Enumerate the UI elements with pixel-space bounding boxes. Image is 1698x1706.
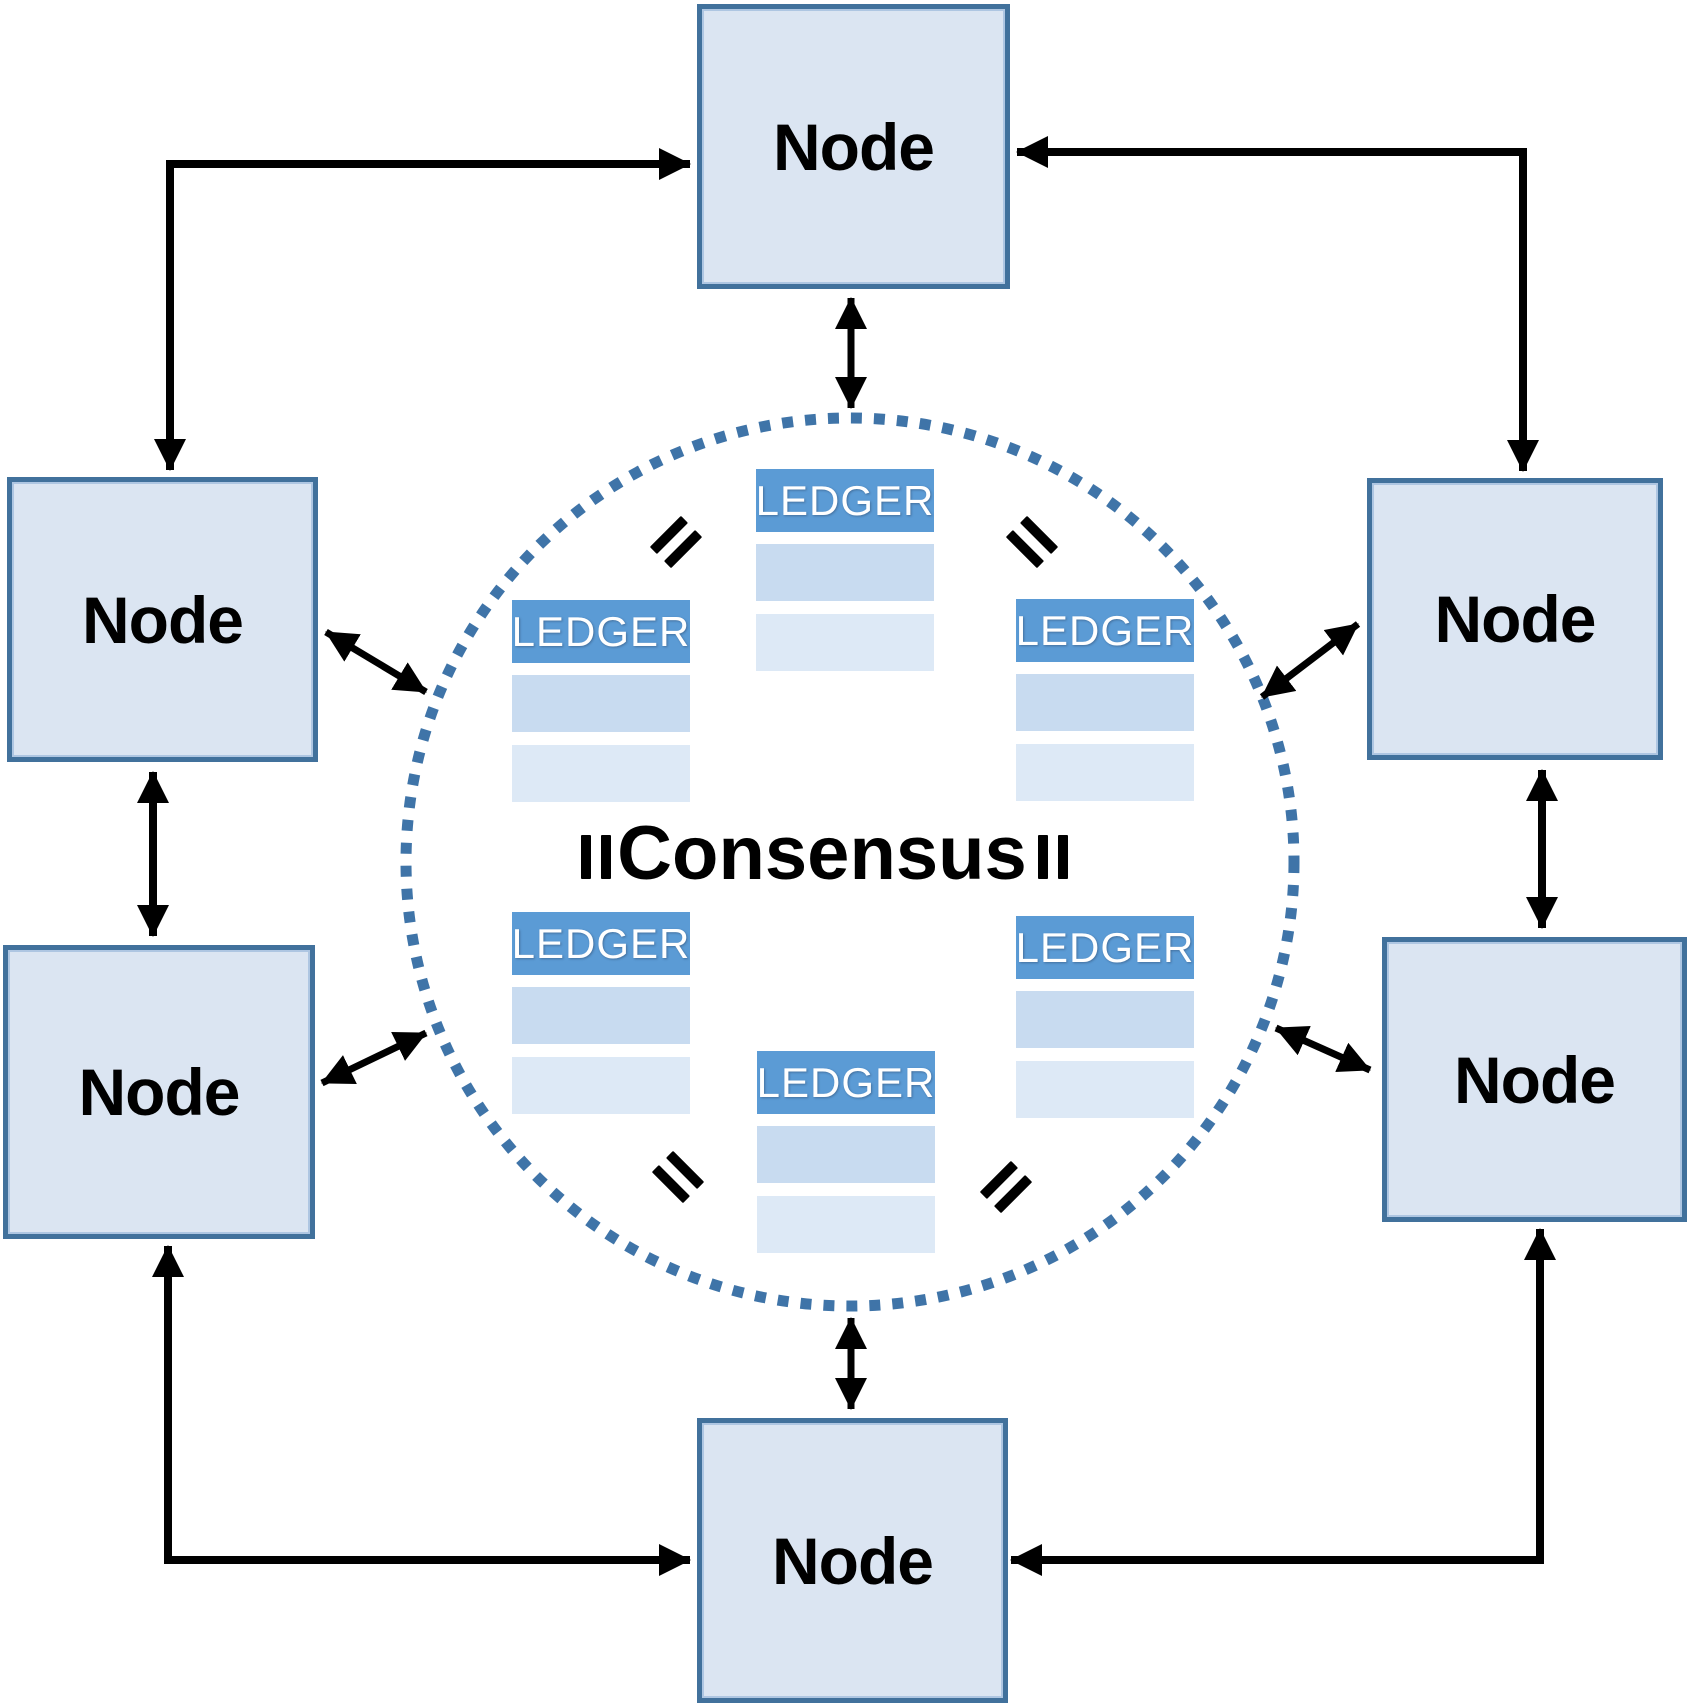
ledger-row (512, 745, 690, 802)
arrow-rightupper-circle (1259, 621, 1361, 700)
ledger-row (512, 987, 690, 1044)
arrow-rightupper-to-top (1016, 136, 1539, 472)
ledger-row (1016, 674, 1194, 731)
ledger-row (1016, 991, 1194, 1048)
node-box-left-lower: Node (3, 945, 315, 1239)
ledger-header: LEDGER (1016, 599, 1194, 662)
ledger-table-low-right: LEDGER (1016, 916, 1194, 1118)
ledger-row (1016, 744, 1194, 801)
ledger-row (512, 675, 690, 732)
ledger-table-mid-right: LEDGER (1016, 599, 1194, 801)
node-label: Node (78, 1055, 241, 1129)
ledger-row (756, 614, 934, 671)
ledger-header: LEDGER (512, 600, 690, 663)
ledger-table-mid-left: LEDGER (512, 600, 690, 802)
ledger-row (756, 544, 934, 601)
arrow-leftupper-circle (324, 628, 428, 696)
equals-bar (1038, 835, 1048, 879)
consensus-label: Consensus (617, 811, 1027, 897)
ledger-row (757, 1126, 935, 1183)
ledger-table-bottom: LEDGER (757, 1051, 935, 1253)
node-box-right-upper: Node (1367, 478, 1663, 760)
node-box-bottom: Node (697, 1418, 1008, 1703)
node-label: Node (1454, 1042, 1616, 1117)
node-label: Node (773, 109, 935, 184)
equals-bar (601, 835, 611, 879)
arrow-leftlower-to-bottom (152, 1245, 691, 1576)
node-box-right-lower: Node (1382, 937, 1687, 1222)
ledger-header: LEDGER (512, 912, 690, 975)
node-label: Node (82, 582, 244, 657)
node-box-top: Node (697, 4, 1010, 289)
equals-icon-mid-left (581, 835, 611, 879)
ledger-header: LEDGER (757, 1051, 935, 1114)
ledger-header: LEDGER (756, 469, 934, 532)
arrow-rightlower-to-bottom (1010, 1228, 1556, 1576)
ledger-header: LEDGER (1016, 916, 1194, 979)
arrow-leftlower-circle (320, 1029, 428, 1087)
arrow-leftupper-to-top (154, 148, 691, 471)
consensus-circle (400, 412, 1300, 1312)
equals-bar (581, 835, 591, 879)
arrow-rightlower-circle (1274, 1024, 1372, 1074)
equals-icon-mid-right (1038, 835, 1068, 879)
ledger-table-top: LEDGER (756, 469, 934, 671)
ledger-table-low-left: LEDGER (512, 912, 690, 1114)
node-box-left-upper: Node (7, 477, 318, 762)
ledger-row (1016, 1061, 1194, 1118)
equals-bar (1058, 835, 1068, 879)
node-label: Node (1434, 582, 1597, 656)
ledger-row (757, 1196, 935, 1253)
node-label: Node (772, 1523, 934, 1598)
ledger-row (512, 1057, 690, 1114)
